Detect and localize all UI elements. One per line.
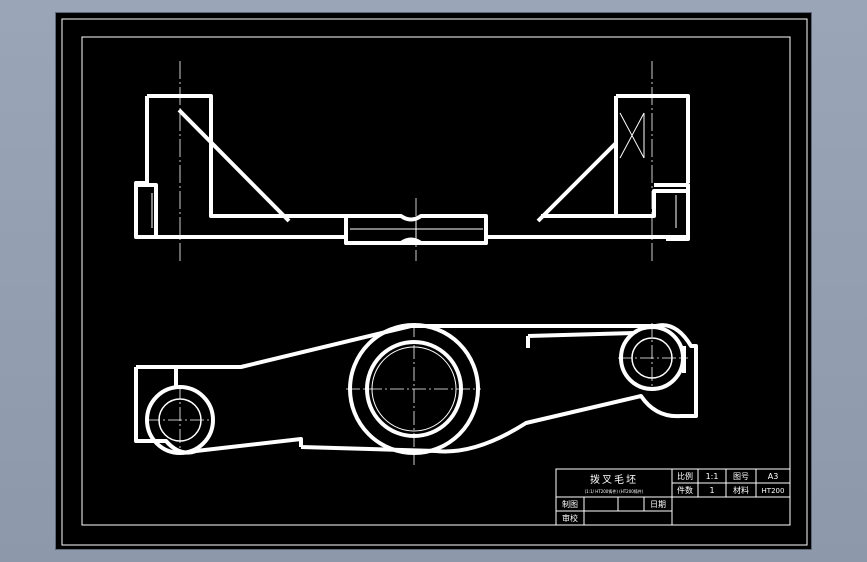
scale-value: 1:1 [706, 472, 719, 481]
title-block [555, 468, 791, 526]
outer-frame [61, 18, 808, 546]
inner-frame [81, 36, 791, 526]
top-center-lines [146, 323, 688, 465]
part-name: 拨叉毛坯 [590, 473, 638, 486]
checker-label: 审校 [562, 513, 578, 523]
material-value: HT200 [762, 487, 785, 495]
front-center-lines [179, 61, 653, 261]
drawing-no-label: 图号 [733, 472, 749, 481]
drawing-sheet: 拨叉毛坯 (1:1/ HT200铸件) (HT200铸件) 比例 1:1 图号 … [55, 12, 812, 550]
top-right-rim [526, 331, 635, 348]
date-label: 日期 [650, 500, 666, 509]
front-view [134, 94, 690, 245]
material-label: 材料 [733, 485, 749, 495]
drafter-label: 制图 [562, 499, 578, 509]
front-hub [344, 214, 488, 245]
front-view-thin [151, 112, 677, 240]
quantity-value: 1 [709, 486, 714, 495]
quantity-label: 件数 [677, 485, 693, 495]
front-right-rib [536, 141, 618, 223]
cad-drawing: 拨叉毛坯 (1:1/ HT200铸件) (HT200铸件) 比例 1:1 图号 … [61, 18, 808, 546]
front-left-lug [136, 183, 158, 237]
front-right-lug [654, 183, 690, 241]
scale-label: 比例 [677, 471, 693, 481]
drawing-no-value: A3 [768, 472, 779, 481]
front-left-rib [177, 108, 291, 223]
part-note: (1:1/ HT200铸件) (HT200铸件) [585, 488, 644, 494]
